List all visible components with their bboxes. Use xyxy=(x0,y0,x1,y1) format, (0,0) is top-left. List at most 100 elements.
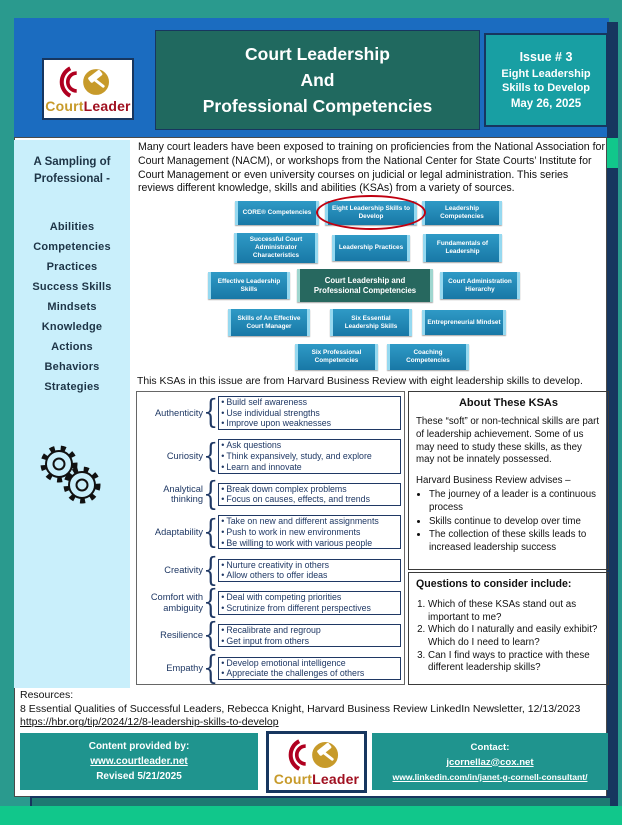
ksa-row-analytical-thinking: Analytical thinking Break down complex p… xyxy=(137,482,401,507)
sidebar-item-behaviors: Behaviors xyxy=(44,361,100,374)
ksa-bullets-box: Ask questions Think expansively, study, … xyxy=(218,439,401,474)
ksa-bullet: Push to work in new environments xyxy=(221,527,398,538)
contact-linkedin-link[interactable]: www.linkedin.com/in/janet-g-cornell-cons… xyxy=(392,771,588,782)
ksa-bullet: Think expansively, study, and explore xyxy=(221,451,398,462)
ksa-bullet: Deal with competing priorities xyxy=(221,592,398,603)
ksa-label: Adaptability xyxy=(154,527,203,538)
ksa-bullets-box: Recalibrate and regroup Get input from o… xyxy=(218,623,401,648)
curly-brace-icon xyxy=(203,443,218,469)
red-ellipse-icon xyxy=(316,195,426,230)
sidebar-item-mindsets: Mindsets xyxy=(47,301,97,314)
ksa-bullets-box: Take on new and different assignments Pu… xyxy=(218,515,401,550)
sidebar: A Sampling of Professional - Abilities C… xyxy=(14,140,130,688)
about-bullet: The collection of these skills leads to … xyxy=(429,529,601,554)
ksa-bullets-box: Nurture creativity in others Allow other… xyxy=(218,558,401,583)
ksa-label: Authenticity xyxy=(154,407,203,418)
questions-title: Questions to consider include: xyxy=(416,578,572,590)
ksa-row-curiosity: Curiosity Ask questions Think expansivel… xyxy=(137,439,401,474)
ksa-bullets-box: Build self awareness Use individual stre… xyxy=(218,396,401,431)
ksa-row-empathy: Empathy Develop emotional intelligence A… xyxy=(137,655,401,681)
ksa-label: Resilience xyxy=(160,630,203,641)
ksa-bullet: Build self awareness xyxy=(221,397,398,408)
title-line-1: Court Leadership xyxy=(245,43,390,64)
diagram-box-leadership-practices: Leadership Practices xyxy=(332,235,410,261)
sidebar-list: Abilities Competencies Practices Success… xyxy=(14,221,130,393)
about-ksas-panel: About These KSAs These “soft” or non-tec… xyxy=(408,391,609,570)
gavel-icon xyxy=(59,66,109,98)
sidebar-item-knowledge: Knowledge xyxy=(41,321,103,334)
courtleader-link[interactable]: www.courtleader.net xyxy=(90,756,188,767)
curly-brace-icon xyxy=(203,400,218,426)
sidebar-item-actions: Actions xyxy=(51,341,93,354)
curly-brace-icon xyxy=(203,655,218,681)
ksa-bullet: Learn and innovate xyxy=(221,462,398,473)
diagram-box-court-administration-hierarchy: Court Administration Hierarchy xyxy=(440,272,520,299)
brand-wordmark: CourtLeader xyxy=(45,99,130,113)
footer-provided-box: Content provided by: www.courtleader.net… xyxy=(20,733,258,790)
ksa-bullet: Take on new and different assignments xyxy=(221,516,398,527)
brand-court: Court xyxy=(273,771,313,787)
brand-leader: Leader xyxy=(312,771,360,787)
issue-date: May 26, 2025 xyxy=(510,97,582,110)
ksa-bullets-box: Deal with competing priorities Scrutiniz… xyxy=(218,591,401,615)
ksa-bullet: Be willing to work with various people xyxy=(221,538,398,549)
resources-link[interactable]: https://hbr.org/tip/2024/12/8-leadership… xyxy=(20,716,279,729)
brand-court: Court xyxy=(45,98,84,114)
ksa-label: Curiosity xyxy=(166,451,203,462)
about-bullet: The journey of a leader is a continuous … xyxy=(429,489,601,514)
diagram-box-successful-court-administrator: Successful Court Administrator Character… xyxy=(234,233,318,263)
questions-panel: Questions to consider include: Which of … xyxy=(408,572,609,685)
ksa-bullet: Ask questions xyxy=(221,440,398,451)
ksa-label: Creativity xyxy=(164,565,203,576)
about-paragraph-1: These “soft” or non-technical skills are… xyxy=(416,416,600,466)
ksa-bullet: Improve upon weaknesses xyxy=(221,418,398,429)
sidebar-item-success-skills: Success Skills xyxy=(32,281,112,294)
right-accent-bar xyxy=(607,22,618,808)
diagram-box-six-professional-competencies: Six Professional Competencies xyxy=(295,344,378,370)
ksa-row-authenticity: Authenticity Build self awareness Use in… xyxy=(137,396,401,431)
issue-number: Issue # 3 xyxy=(519,50,573,65)
about-paragraph-2: Harvard Business Review advises – xyxy=(416,474,571,486)
ksa-bullets-box: Break down complex problems Focus on cau… xyxy=(218,482,401,507)
resources-label: Resources: xyxy=(20,689,74,701)
ksa-row-resilience: Resilience Recalibrate and regroup Get i… xyxy=(137,623,401,649)
ksa-bullet: Nurture creativity in others xyxy=(221,560,398,571)
about-title: About These KSAs xyxy=(458,397,558,409)
about-bullets: The journey of a leader is a continuous … xyxy=(416,489,601,554)
diagram-box-core-competencies: CORE® Competencies xyxy=(235,201,319,225)
sidebar-item-competencies: Competencies xyxy=(33,241,111,254)
ksa-bullet: Scrutinize from different perspectives xyxy=(221,603,398,614)
ksa-row-comfort-with-ambiguity: Comfort with ambiguity Deal with competi… xyxy=(137,591,401,615)
curly-brace-icon xyxy=(203,623,218,649)
curly-brace-icon xyxy=(203,557,218,583)
questions-list: Which of these KSAs stand out as importa… xyxy=(416,599,601,675)
issue-topic: Eight Leadership Skills to Develop xyxy=(501,68,591,94)
footer-contact-box: Contact: jcornellaz@cox.net www.linkedin… xyxy=(372,733,608,790)
diagram-box-court-leadership-center: Court Leadership and Professional Compet… xyxy=(297,269,433,302)
question-item: Which of these KSAs stand out as importa… xyxy=(428,599,601,624)
provided-label: Content provided by: xyxy=(88,741,190,752)
ksa-label: Analytical thinking xyxy=(163,483,203,505)
ksa-bullets-box: Develop emotional intelligence Appreciat… xyxy=(218,656,401,680)
brand-leader: Leader xyxy=(83,98,131,114)
ksa-label: Empathy xyxy=(166,662,203,673)
gavel-icon xyxy=(288,739,338,771)
resources-citation: 8 Essential Qualities of Successful Lead… xyxy=(20,702,581,715)
question-item: Can I find ways to practice with these d… xyxy=(428,650,601,675)
title-line-3: Professional Competencies xyxy=(202,96,433,117)
contact-label: Contact: xyxy=(470,741,510,753)
ksa-bullet: Allow others to offer ideas xyxy=(221,570,398,581)
ksa-bullet: Develop emotional intelligence xyxy=(221,658,398,669)
about-bullet: Skills continue to develop over time xyxy=(429,516,601,529)
ksa-bullet: Appreciate the challenges of others xyxy=(221,668,398,679)
gears-icon xyxy=(40,445,101,504)
ksa-bullet: Recalibrate and regroup xyxy=(221,625,398,636)
kicker-line: This KSAs in this issue are from Harvard… xyxy=(137,376,583,387)
title-line-2: And xyxy=(300,69,335,90)
diagram-box-coaching-competencies: Coaching Competencies xyxy=(387,344,469,370)
resources-section: Resources: 8 Essential Qualities of Succ… xyxy=(20,689,606,730)
sound-arcs-icon xyxy=(288,739,300,771)
ksa-table: Authenticity Build self awareness Use in… xyxy=(136,391,405,685)
contact-email-link[interactable]: jcornellaz@cox.net xyxy=(446,756,534,768)
